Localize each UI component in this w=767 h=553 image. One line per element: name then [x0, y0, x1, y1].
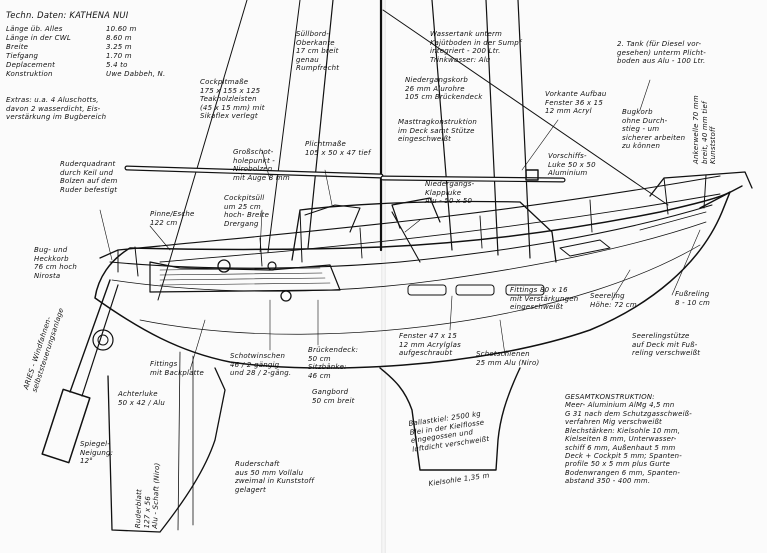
label-niedergangskorb: Niedergangskorb 26 mm Alurohre 105 cm Br…: [405, 76, 483, 102]
specs-row-label: Deplacement: [6, 61, 56, 69]
label-niedergangsklappe: Niedergangs- Klappluke Alu - 50 x 50: [425, 180, 475, 206]
label-vorkante: Vorkante Aufbau Fenster 36 x 15 12 mm Ac…: [545, 90, 607, 116]
label-seereling: Seereling Höhe: 72 cm: [590, 292, 637, 309]
label-cockpitmasse: Cockpitmaße 175 x 155 x 125 Teakholzleis…: [200, 78, 265, 121]
specs-row: Tiefgang 1.70 m: [6, 52, 216, 61]
backstay: [157, 0, 248, 301]
window-1: [407, 284, 447, 296]
specs-row-label: Länge üb. Alles: [6, 25, 63, 33]
specs-row-label: Länge in der CWL: [6, 34, 71, 42]
specs-table: Länge üb. Alles 10.60 m Länge in der CWL…: [6, 25, 216, 79]
rubrail: [111, 221, 707, 292]
lifeline-lower: [159, 193, 721, 263]
specs-row-value: 5.4 to: [106, 61, 128, 69]
label-achterluke: Achterluke 50 x 42 / Alu: [118, 390, 165, 407]
label-fenster: Fenster 47 x 15 12 mm Acrylglas aufgesch…: [399, 332, 461, 358]
label-wassertank: Wassertank unterm Kajütboden in der Sump…: [430, 30, 522, 64]
specs-row-value: 10.60 m: [106, 25, 137, 33]
window-3: [505, 284, 545, 296]
label-pinne: Pinne/Esche 122 cm: [150, 210, 195, 227]
label-cockpitsuell: Cockpitsüll um 25 cm hoch- Breite Drerga…: [224, 194, 270, 228]
specs-title: Techn. Daten: KATHENA NUI: [6, 10, 129, 20]
specs-row-value: 1.70 m: [106, 52, 132, 60]
specs-row-value: 3.25 m: [106, 43, 132, 51]
specs-extras: Extras: u.a. 4 Aluschotts, davon 2 wasse…: [6, 96, 107, 122]
specs-row-label: Tiefgang: [6, 52, 39, 60]
label-plichtmasse: Plichtmaße 105 x 50 x 47 tief: [305, 140, 371, 157]
windvane-blade: [41, 388, 91, 464]
label-schotwinschen: Schotwinschen 46 / 2-gängig und 28 / 2-g…: [230, 352, 292, 378]
shroud-4: [307, 0, 334, 249]
label-suellbord: Süllbord- Oberkante 17 cm breit genau Ru…: [296, 30, 340, 73]
cabin-top: [291, 200, 557, 263]
label-ruderblatt: Ruderblatt 127 x 56 Alu - Schaft (Niro): [134, 462, 162, 529]
label-fussreling: Fußreling 8 - 10 cm: [675, 290, 711, 307]
shroud-2: [485, 0, 499, 256]
specs-row: Breite 3.25 m: [6, 43, 216, 52]
forestay: [382, 9, 669, 206]
specs-row: Deplacement 5.4 to: [6, 61, 216, 70]
label-fittings-right: Fittings 80 x 16 mit Verstärkungen einge…: [510, 286, 579, 312]
specs-row: Konstruktion Uwe Dabbeh, N.: [6, 70, 216, 79]
sheer-line: [109, 204, 713, 269]
label-tank: 2. Tank (für Diesel vor- gesehen) unterm…: [617, 40, 706, 66]
specs-row-label: Konstruktion: [6, 70, 53, 78]
label-fittings-left: Fittings mit Backplatte: [150, 360, 205, 377]
label-bugkorb: Bugkorb ohne Durch- stieg - um sicherer …: [622, 108, 686, 151]
foredeck-hatch: [559, 239, 611, 257]
lifeline-upper: [159, 175, 721, 247]
page-gutter: [381, 0, 386, 553]
specs-row-value: 8.60 m: [106, 34, 132, 42]
label-spiegel: Spiegel- Neigung: 12°: [80, 440, 114, 466]
label-mastfuss: Masttragkonstruktion im Deck samt Stütze…: [398, 118, 478, 144]
shroud-1: [431, 0, 453, 251]
window-2: [455, 284, 495, 296]
specs-row: Länge in der CWL 8.60 m: [6, 34, 216, 43]
winch-2: [280, 290, 292, 302]
label-grossschot: Großschot- holepunkt - Nirobolzen mit Au…: [233, 148, 290, 182]
companionway-hatch: [391, 197, 441, 229]
label-seerelingstuetze: Seerelingstütze auf Deck mit Fuß- reling…: [632, 332, 701, 358]
winch-1: [217, 259, 231, 273]
keel: [379, 367, 521, 471]
label-schotschienen: Schotschienen 25 mm Alu (Niro): [476, 350, 540, 367]
label-ruderschaft: Ruderschaft aus 50 mm Vollalu zweimal in…: [235, 460, 315, 494]
cockpit: [149, 261, 341, 293]
label-brueckendeck: Brückendeck: 50 cm Sitzbänke: 46 cm: [308, 346, 359, 380]
label-vorschiffsluke: Vorschiffs- Luke 50 x 50 Aluminium: [548, 152, 596, 178]
specs-row-label: Breite: [6, 43, 29, 51]
bow-pulpit: [649, 171, 753, 197]
label-bug-heckkorb: Bug- und Heckkorb 76 cm hoch Nirosta: [34, 246, 78, 280]
label-ruderquadrant: Ruderquadrant durch Keil und Bolzen auf …: [60, 160, 118, 194]
shroud-5: [267, 0, 301, 253]
label-ankerwelle: Ankerwelle 70 mm breit, 40 mm tief Kunst…: [692, 95, 718, 164]
specs-row: Länge üb. Alles 10.60 m: [6, 25, 216, 34]
label-gesamtkonstruktion: GESAMTKONSTRUKTION: Meer- Aluminium AlMg…: [565, 393, 692, 486]
hull-frame-line: [139, 244, 701, 335]
specs-row-value: Uwe Dabbeh, N.: [106, 70, 166, 78]
label-gangbord: Gangbord 50 cm breit: [312, 388, 355, 405]
mast-step: [525, 169, 539, 181]
shroud-3: [517, 0, 531, 259]
